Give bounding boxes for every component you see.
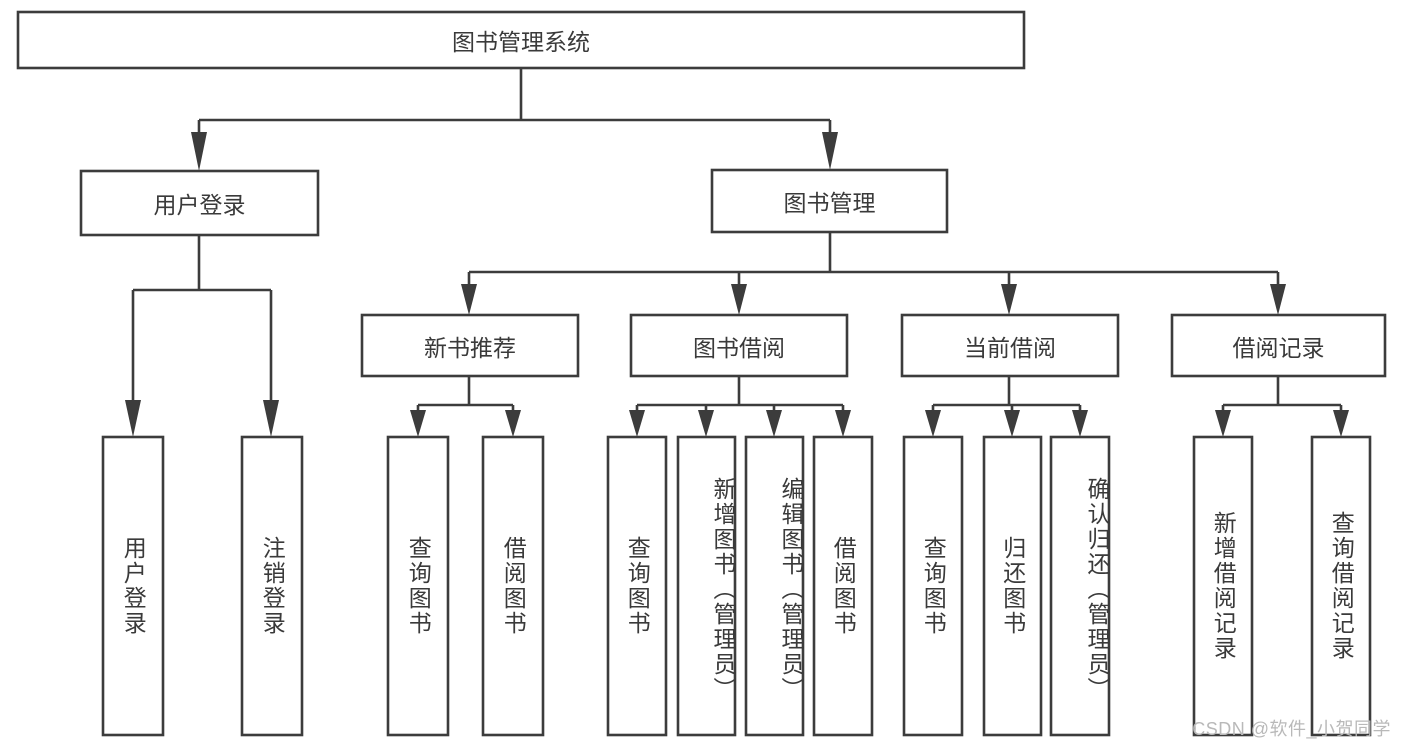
leaf-box-book-borrow-4[interactable] [812, 435, 874, 737]
arrowhead-leaf-book-borrow-1 [629, 410, 645, 437]
leaf-box-current-borrow-1[interactable] [902, 435, 964, 737]
arrowhead-leaf-book-borrow-2 [698, 410, 714, 437]
arrowhead-to-borrow-record [1270, 284, 1286, 315]
node-user-login-box[interactable] [79, 169, 320, 237]
leaf-box-new-book-1[interactable] [386, 435, 450, 737]
node-new-book-box[interactable] [360, 313, 580, 378]
leaf-box-current-borrow-2[interactable] [982, 435, 1043, 737]
arrowhead-to-current-borrow [1001, 284, 1017, 315]
leaf-box-book-borrow-2[interactable] [676, 435, 737, 737]
leaf-box-new-book-2[interactable] [481, 435, 545, 737]
arrowhead-leaf-new-book-1 [410, 410, 426, 437]
arrowhead-leaf-borrow-record-2 [1333, 410, 1349, 437]
arrowhead-leaf-current-borrow-3 [1072, 410, 1088, 437]
arrowhead-leaf-current-borrow-2 [1004, 410, 1020, 437]
node-book-borrow-box[interactable] [629, 313, 849, 378]
node-root-box[interactable] [16, 10, 1026, 70]
arrowhead-to-new-book [461, 284, 477, 315]
leaf-box-borrow-record-1[interactable] [1192, 435, 1254, 737]
leaf-box-book-borrow-1[interactable] [606, 435, 668, 737]
node-borrow-record-box[interactable] [1170, 313, 1387, 378]
arrowhead-leaf-user-login-2 [263, 400, 279, 437]
arrowhead-to-book-manage [822, 132, 838, 170]
node-book-manage-box[interactable] [710, 168, 949, 234]
leaf-box-user-login-1[interactable] [101, 435, 165, 737]
arrowhead-leaf-book-borrow-3 [766, 410, 782, 437]
arrowhead-leaf-user-login-1 [125, 400, 141, 437]
leaf-box-current-borrow-3[interactable] [1049, 435, 1111, 737]
arrowhead-leaf-current-borrow-1 [925, 410, 941, 437]
arrowhead-to-book-borrow [731, 284, 747, 315]
arrowhead-leaf-borrow-record-1 [1215, 410, 1231, 437]
leaf-box-user-login-2[interactable] [240, 435, 304, 737]
node-current-borrow-box[interactable] [900, 313, 1120, 378]
arrowhead-leaf-new-book-2 [505, 410, 521, 437]
leaf-box-borrow-record-2[interactable] [1310, 435, 1372, 737]
arrowhead-to-user-login [191, 132, 207, 171]
leaf-box-book-borrow-3[interactable] [744, 435, 805, 737]
arrowhead-leaf-book-borrow-4 [835, 410, 851, 437]
